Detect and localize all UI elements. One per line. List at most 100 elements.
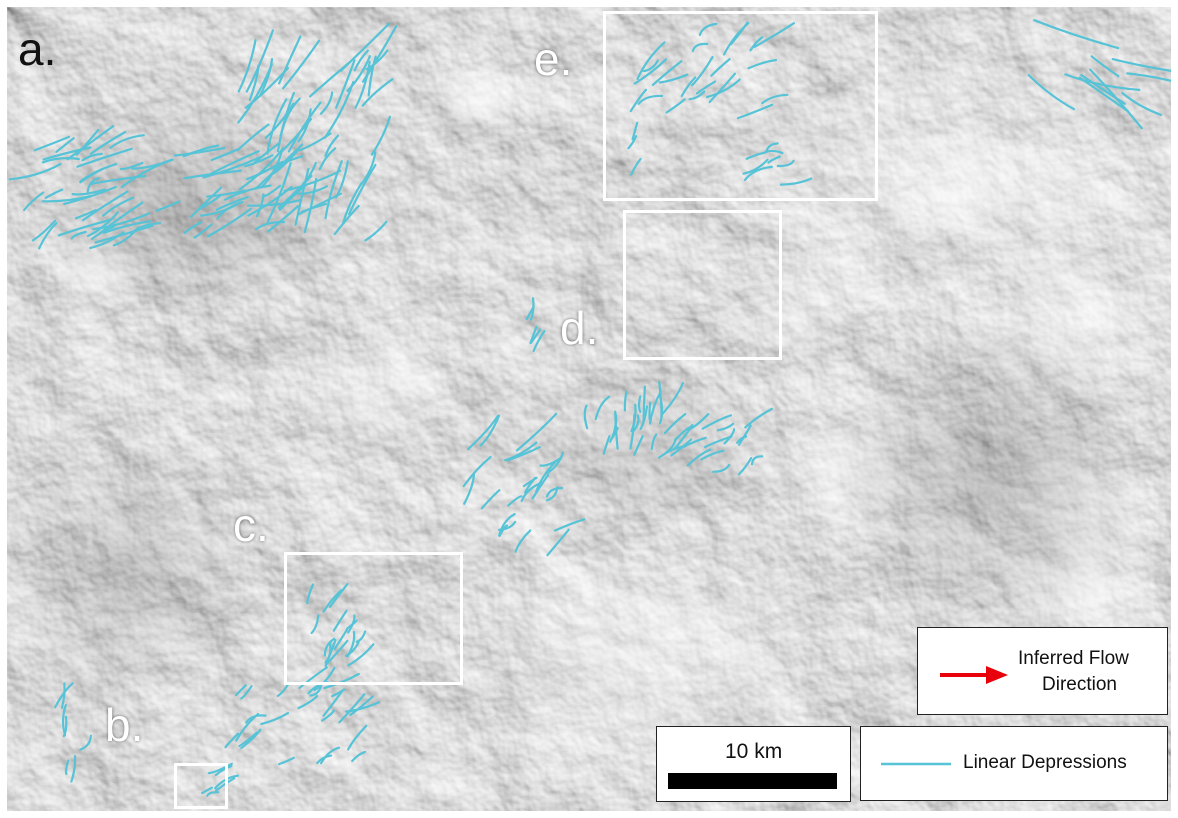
linear-depression xyxy=(207,762,233,775)
linear-depression xyxy=(210,148,240,162)
linear-depression xyxy=(370,115,391,156)
linear-depression xyxy=(345,619,358,630)
linear-depression xyxy=(130,222,162,235)
linear-depression xyxy=(173,147,226,157)
linear-depression xyxy=(688,90,706,101)
linear-depression xyxy=(1090,55,1120,78)
linear-depression xyxy=(324,134,340,157)
linear-depression xyxy=(71,188,106,196)
linear-depression xyxy=(515,412,558,452)
linear-depression xyxy=(240,685,253,700)
linear-depression xyxy=(633,58,668,85)
linear-depression xyxy=(642,385,646,423)
linear-depression xyxy=(266,162,292,224)
linear-depression xyxy=(688,413,710,431)
linear-depression xyxy=(310,614,320,635)
linear-depression xyxy=(706,78,741,99)
linear-depression xyxy=(79,734,92,751)
linear-depression xyxy=(64,759,70,775)
linear-depression xyxy=(90,225,115,240)
linear-depression xyxy=(271,148,300,176)
linear-depression xyxy=(623,390,628,412)
linear-depression xyxy=(737,457,753,476)
scale-bar-box: 10 km xyxy=(656,726,851,802)
linear-depression xyxy=(1078,76,1129,113)
linear-depression xyxy=(710,58,731,77)
linear-depression xyxy=(670,438,693,457)
linear-depression xyxy=(254,220,286,231)
linear-depression xyxy=(333,628,348,650)
linear-depression xyxy=(665,98,686,114)
linear-depression xyxy=(545,486,564,498)
linear-depression xyxy=(54,682,74,709)
linear-depression xyxy=(259,57,274,97)
linear-depression xyxy=(480,489,501,510)
linear-depression xyxy=(736,435,748,444)
linear-depression xyxy=(1126,72,1171,82)
linear-depression xyxy=(609,426,619,442)
linear-depression xyxy=(743,165,773,181)
linear-depression xyxy=(531,473,550,500)
linear-depression xyxy=(306,583,315,605)
legend-depressions-label: Linear Depressions xyxy=(963,752,1127,773)
linear-depression xyxy=(341,182,363,225)
linear-depression xyxy=(324,639,337,668)
panel-label-d: d. xyxy=(560,302,599,354)
linear-depression xyxy=(673,425,693,442)
linear-depression xyxy=(680,76,697,98)
linear-depression xyxy=(201,786,213,795)
linear-depression xyxy=(353,49,369,72)
linear-depression xyxy=(60,682,66,709)
cyan-line-icon xyxy=(881,762,951,766)
linear-depression xyxy=(648,390,662,425)
linear-depression xyxy=(214,765,233,777)
linear-depression xyxy=(1080,74,1126,105)
linear-depression xyxy=(282,39,321,90)
linear-depression xyxy=(81,152,103,162)
linear-depression xyxy=(322,589,343,613)
linear-depression xyxy=(238,731,258,748)
linear-depression xyxy=(240,728,262,750)
linear-depression xyxy=(1121,92,1163,116)
scale-bar-label: 10 km xyxy=(725,740,783,763)
panel-label-b: b. xyxy=(105,699,144,751)
linear-depression xyxy=(86,177,100,193)
linear-depression xyxy=(631,121,639,141)
linear-depression xyxy=(359,151,377,186)
inset-box-b xyxy=(174,763,228,809)
linear-depression xyxy=(41,195,92,203)
linear-depression xyxy=(276,683,290,697)
linear-depression xyxy=(264,102,295,139)
linear-depression xyxy=(70,230,87,240)
linear-depression xyxy=(92,212,151,231)
linear-depression xyxy=(658,73,689,84)
scale-bar xyxy=(668,773,837,789)
linear-depression xyxy=(215,196,249,211)
linear-depression xyxy=(237,63,273,124)
linear-depression xyxy=(742,158,769,175)
linear-depression xyxy=(749,36,764,52)
linear-depression xyxy=(206,207,253,238)
linear-depression xyxy=(251,142,280,166)
linear-depression xyxy=(546,528,570,557)
linear-depression xyxy=(701,414,732,430)
linear-depression xyxy=(94,224,154,244)
red-arrow-icon xyxy=(940,666,1008,684)
linear-depression xyxy=(347,724,368,751)
linear-depression xyxy=(33,135,71,152)
linear-depression xyxy=(539,456,563,467)
linear-depression xyxy=(183,169,242,180)
linear-depression xyxy=(747,58,778,70)
linear-depression xyxy=(698,22,718,36)
linear-depression xyxy=(76,147,133,168)
inset-box-e xyxy=(603,11,878,201)
linear-depression xyxy=(651,60,683,86)
dark-lowland-areas xyxy=(7,97,1152,707)
linear-depression xyxy=(648,401,652,420)
linear-depression xyxy=(361,78,394,107)
linear-depression xyxy=(633,414,640,432)
linear-depression xyxy=(267,205,299,233)
linear-depression xyxy=(8,162,62,181)
linear-depression xyxy=(238,147,285,191)
linear-depression xyxy=(1027,74,1076,111)
